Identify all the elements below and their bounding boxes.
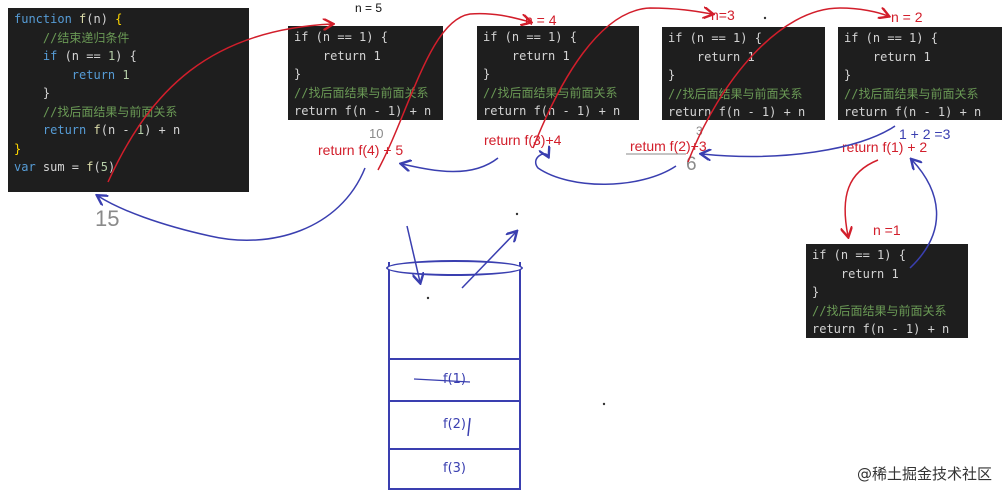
label-return-n5: return f(4) + 5 [318,142,404,158]
sub-code-line-3: } [483,67,491,81]
sub-code-line-2: return 1 [844,49,931,64]
code-block-n2: if (n == 1) { return 1} //找后面结果与前面关系 retur… [838,27,1002,120]
code-block-n3: if (n == 1) { return 1} //找后面结果与前面关系 retur… [662,27,825,120]
sub-code-line-5: return f(n - 1) + n [812,322,950,336]
result-15: 15 [95,206,120,231]
main-code-block: function f(n) { //结束递归条件 if (n == 1) { r… [8,8,249,192]
sub-code-line-2: return 1 [483,48,570,63]
sub-code-line-1: if (n == 1) { [668,31,762,45]
sub-code-line-4: //找后面结果与前面关系 [668,86,803,101]
result-6: 6 [686,154,697,175]
code-line-4: return 1 [71,67,130,82]
sub-code-line-2: return 1 [668,49,755,64]
sub-code-line-4: //找后面结果与前面关系 [483,85,618,100]
label-return-n3: retum f(2)+3 [630,138,707,154]
code-block-n1: if (n == 1) { return 1} //找后面结果与前面关系 retur… [806,244,968,338]
return-arrow-3 [535,154,677,185]
sub-code-line-5: return f(n - 1) + n [668,105,806,119]
sub-code-line-3: } [844,68,852,82]
return-arrow-4 [402,157,499,173]
code-line-10: var sum = f(5) [14,160,116,174]
stack-frame-f2: f(2) [390,400,519,448]
sub-code-line-2: return 1 [294,48,381,63]
stack-frame-f1: f(1) [390,358,519,400]
call-stack: f(1) f(2) f(3) [388,262,521,490]
sub-code-line-5: return f(n - 1) + n [294,104,432,118]
label-n3: n=3 [711,7,735,23]
sub-code-line-1: if (n == 1) { [294,30,388,44]
code-line-7: return f(n - 1) + n [42,123,181,137]
sub-code-line-5: return f(n - 1) + n [844,105,982,119]
label-calc: 1 + 2 =3 [899,126,951,142]
stack-rim [386,260,523,276]
stack-frame-f3: f(3) [390,448,519,488]
result-10: 10 [369,126,384,141]
code-line-5: } [14,86,51,100]
code-block-n5: if (n == 1) { return 1} //找后面结果与前面关系 retur… [288,26,443,120]
sub-code-line-3: } [812,285,820,299]
sub-code-line-2: return 1 [812,266,899,281]
code-line-8: } [14,141,22,156]
code-block-n4: if (n == 1) { return 1} //找后面结果与前面关系 retur… [477,26,639,120]
sub-code-line-3: } [668,68,676,82]
code-line-2: //结束递归条件 [14,30,130,45]
sub-code-line-4: //找后面结果与前面关系 [812,303,947,318]
watermark: @稀土掘金技术社区 [856,465,992,483]
label-n2: n = 2 [891,9,923,25]
code-line-1: function f(n) { [14,12,123,26]
sub-code-line-5: return f(n - 1) + n [483,104,621,118]
result-3: 3 [696,124,703,138]
code-line-3: if (n == 1) { [42,49,137,63]
label-n5: n = 5 [355,1,383,15]
code-line-6: //找后面结果与前面关系 [14,104,178,119]
label-return-n4: return f(3)+4 [484,132,562,148]
sub-code-line-1: if (n == 1) { [844,31,938,45]
sub-code-line-4: //找后面结果与前面关系 [294,85,429,100]
sub-code-line-1: if (n == 1) { [812,248,906,262]
label-n4: n = 4 [525,12,557,28]
label-n1: n =1 [873,222,901,238]
sub-code-line-3: } [294,67,302,81]
sub-code-line-1: if (n == 1) { [483,30,577,44]
sub-code-line-4: //找后面结果与前面关系 [844,86,979,101]
